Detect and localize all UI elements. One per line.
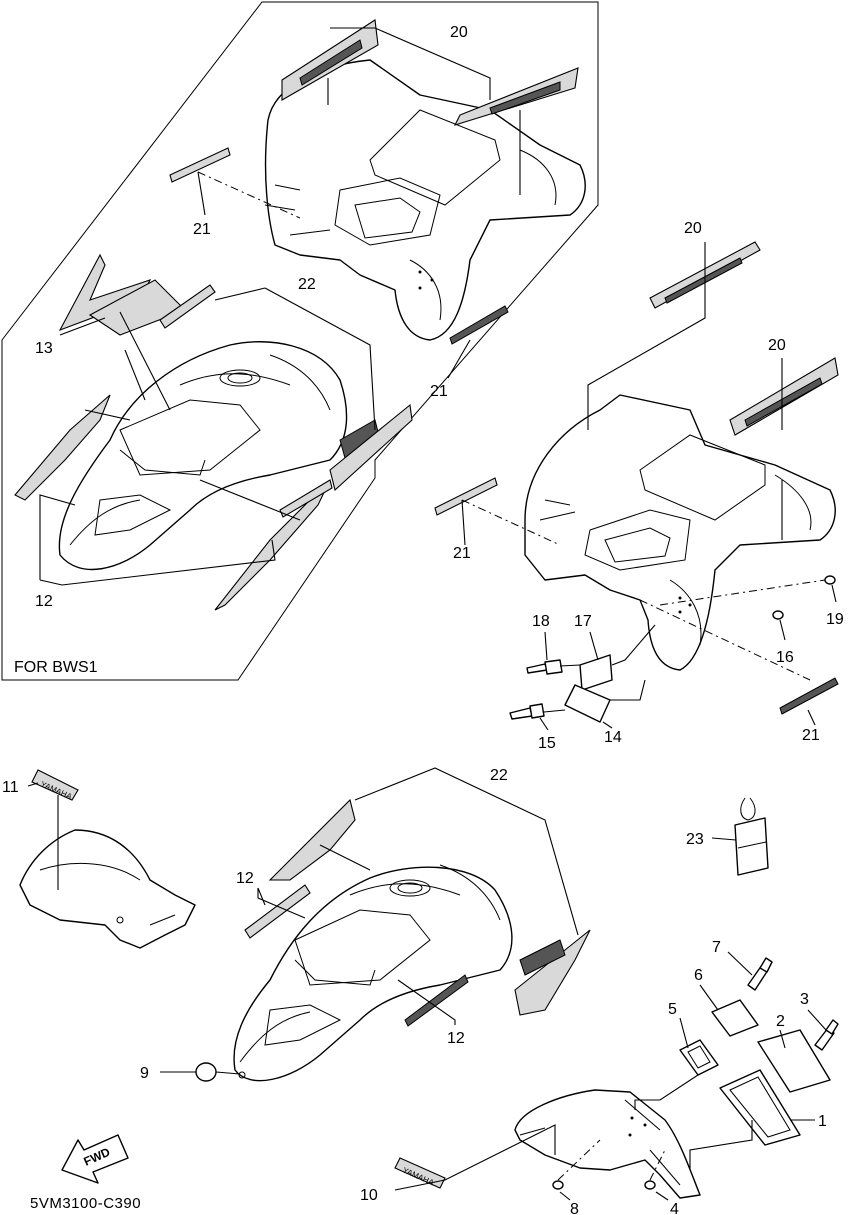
decal-22-lower-brand [514, 929, 591, 1016]
bws1-variant-outline [1, 1, 599, 681]
license-plate-2 [757, 1029, 831, 1093]
callout-20-top: 20 [450, 24, 468, 41]
gasket-5 [679, 1039, 719, 1076]
bracket-6 [711, 999, 759, 1037]
bolt-15 [509, 703, 545, 720]
callout-16: 16 [776, 649, 794, 666]
decal-21-upper-left [169, 147, 231, 183]
callout-19: 19 [826, 611, 844, 628]
license-plate-17 [579, 654, 613, 691]
callout-13: 13 [35, 340, 53, 357]
emblem-9 [195, 1062, 217, 1082]
callout-20-mid: 20 [684, 220, 702, 237]
bolt-3 [814, 1019, 839, 1051]
callout-2: 2 [776, 1013, 785, 1030]
rear-flap [514, 1089, 701, 1199]
license-plate-bracket-14 [564, 684, 611, 723]
callout-9: 9 [140, 1065, 149, 1082]
fwd-arrow-icon: FWD [61, 1134, 129, 1184]
grommet-16 [772, 610, 784, 620]
callout-1: 1 [818, 1113, 827, 1130]
decal-12-lower-right [404, 974, 469, 1027]
decal-12-lower-left [244, 884, 311, 939]
callout-18: 18 [532, 613, 550, 630]
bws1-box-label: FOR BWS1 [14, 659, 98, 676]
caution-tag-23 [734, 797, 769, 876]
callout-4: 4 [670, 1201, 679, 1215]
washer-8 [552, 1180, 564, 1190]
callout-10: 10 [360, 1187, 378, 1204]
decal-21-mid-right [779, 677, 839, 715]
bolt-7 [747, 957, 773, 991]
decal-22-side [329, 403, 413, 492]
callout-22-upper: 22 [298, 276, 316, 293]
callout-12-upper: 12 [35, 593, 53, 610]
callout-8: 8 [570, 1201, 579, 1215]
front-fender-standard [233, 864, 513, 1082]
callout-23: 23 [686, 831, 704, 848]
front-fender-bws1 [58, 341, 348, 571]
document-code: 5VM3100-C390 [30, 1195, 141, 1212]
decal-21-upper-right [449, 305, 509, 345]
callout-21-mid: 21 [453, 545, 471, 562]
callout-3: 3 [800, 991, 809, 1008]
callout-12-lower-left: 12 [236, 870, 254, 887]
decal-21-mid-left [434, 477, 498, 516]
rear-fender-standard [524, 394, 836, 671]
grommet-19 [824, 575, 836, 585]
decal-20-upper-right [453, 67, 579, 126]
callout-17: 17 [574, 613, 592, 630]
callout-12-lower-right: 12 [447, 1030, 465, 1047]
callout-21-mid-right: 21 [802, 727, 820, 744]
side-cover-11 [19, 829, 196, 949]
callout-22-lower: 22 [490, 767, 508, 784]
decal-12-left [14, 394, 111, 501]
rear-fender-bws1 [264, 59, 586, 341]
callout-14: 14 [604, 729, 622, 746]
callout-15: 15 [538, 735, 556, 752]
plate-bracket-1 [719, 1069, 801, 1146]
callout-7: 7 [712, 939, 721, 956]
callout-11: 11 [2, 779, 19, 796]
callout-5: 5 [668, 1001, 677, 1018]
decal-20-upper-left [281, 19, 379, 101]
decal-20-mid-right [729, 357, 839, 436]
callout-21-upper-right: 21 [430, 383, 448, 400]
callout-6: 6 [694, 967, 703, 984]
decal-22-top-strip [159, 284, 216, 329]
callout-21-upper: 21 [193, 221, 211, 238]
callout-20-right: 20 [768, 337, 786, 354]
decal-10-brand: YAMAHA [394, 1157, 446, 1189]
decal-12-lower-top [268, 798, 356, 881]
bolt-18 [526, 659, 563, 675]
washer-4 [644, 1180, 656, 1190]
decal-11-brand: YAMAHA [31, 769, 79, 802]
decal-22-lower-strip [279, 479, 333, 518]
